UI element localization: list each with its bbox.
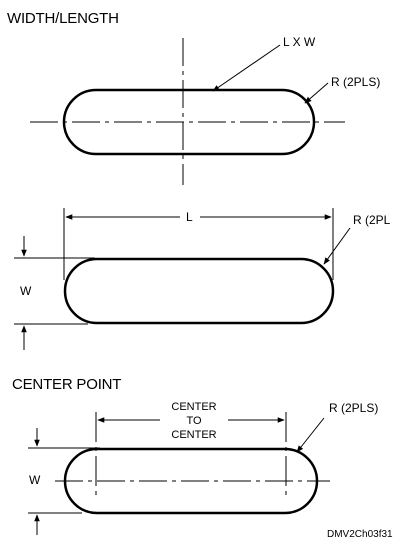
heading-width-length: WIDTH/LENGTH [7, 10, 119, 27]
label-width-middle: W [20, 284, 32, 298]
figure-id: DMV2Ch03f31 [327, 529, 393, 540]
center-to-center-line2: TO [186, 415, 202, 427]
center-to-center-line1: CENTER [171, 401, 217, 413]
top-radius-leader [304, 82, 329, 104]
middle-slot-figure [14, 208, 351, 350]
middle-slot-outline [63, 257, 335, 325]
label-radius-top: R (2PLS) [331, 75, 381, 89]
bottom-radius-leader [296, 417, 325, 453]
label-radius-bottom: R (2PLS) [329, 401, 379, 415]
label-width-bottom: W [29, 473, 41, 487]
label-lxw: L X W [283, 35, 316, 49]
top-slot-figure [30, 38, 345, 185]
heading-center-point: CENTER POINT [12, 376, 122, 393]
middle-radius-leader [323, 227, 351, 265]
center-to-center-line3: CENTER [171, 429, 217, 441]
label-center-to-center: CENTER TO CENTER [158, 400, 230, 442]
lxw-leader [212, 44, 281, 92]
label-length: L [186, 210, 193, 224]
label-radius-middle: R (2PL [353, 213, 391, 227]
bottom-slot-figure [28, 412, 330, 535]
